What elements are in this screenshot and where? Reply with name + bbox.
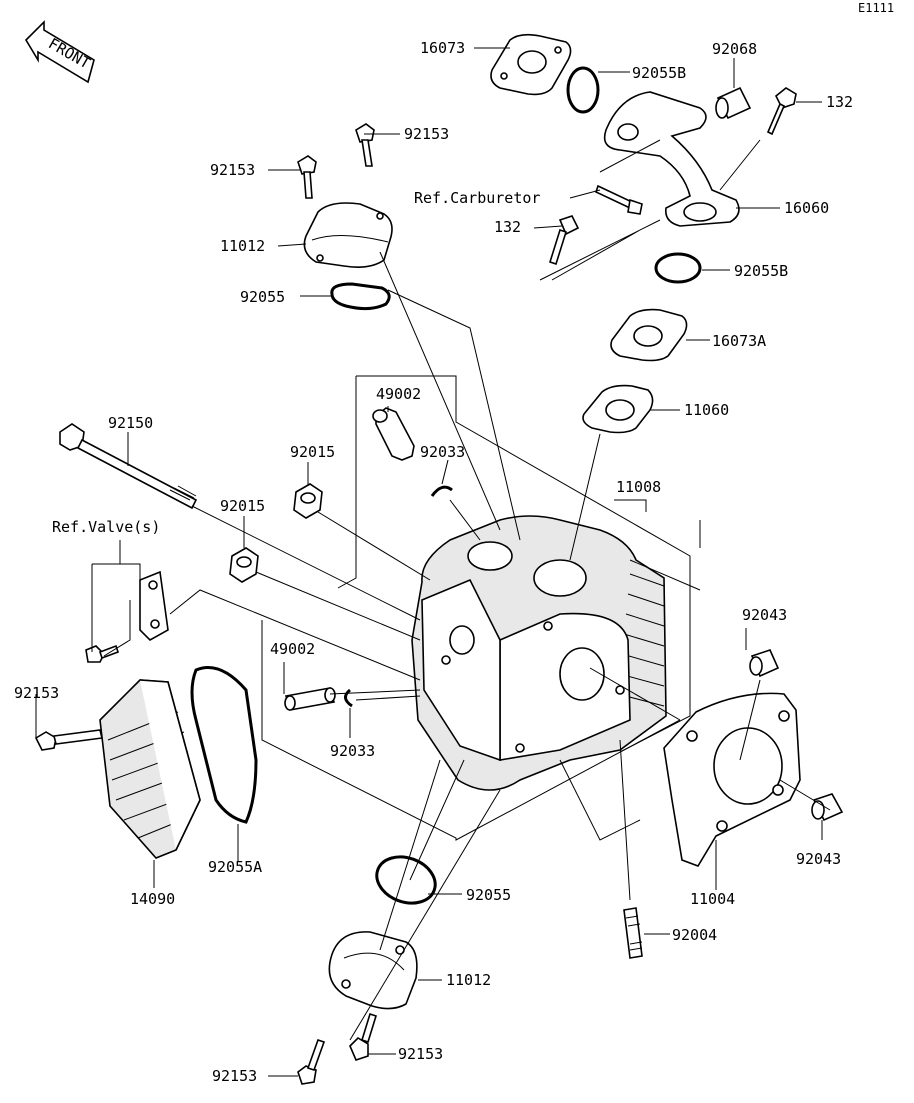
- valve-bracket: [139, 570, 169, 641]
- label-92015-a: 92015: [290, 443, 335, 461]
- bolt-132-mid: [549, 215, 580, 266]
- dowel-92043-bottom: [811, 793, 844, 822]
- label-92033-top: 92033: [420, 443, 465, 461]
- label-92043-top: 92043: [742, 606, 787, 624]
- insulator-16073: [490, 33, 572, 96]
- label-11012-bottom: 11012: [446, 971, 491, 989]
- insulator-16073A: [610, 308, 688, 362]
- label-49002-mid: 49002: [270, 640, 315, 658]
- gasket-11004: [663, 692, 801, 867]
- label-92033-mid: 92033: [330, 742, 375, 760]
- label-ref-valves: Ref.Valve(s): [52, 518, 160, 536]
- label-92153-top-left: 92153: [210, 161, 255, 179]
- bolt-92153-top-right: [355, 123, 375, 167]
- nut-92015-b: [229, 547, 259, 583]
- label-11060: 11060: [684, 401, 729, 419]
- label-49002-top: 49002: [376, 385, 421, 403]
- bolt-92153-top-left: [297, 155, 317, 199]
- bolt-92150: [59, 423, 198, 510]
- o-ring-92055B-mid: [654, 252, 702, 284]
- label-16073A: 16073A: [712, 332, 766, 350]
- bolt-92153-bottom-right: [349, 1012, 377, 1061]
- label-92055-top: 92055: [240, 288, 285, 306]
- o-ring-92055-top: [330, 282, 391, 311]
- tappet-49002-top: [372, 407, 415, 461]
- cap-11012-top: [303, 202, 393, 268]
- gasket-11060: [582, 384, 654, 434]
- label-92153-top-right: 92153: [404, 125, 449, 143]
- bolt-92153-bottom-left: [297, 1038, 326, 1085]
- label-92055B-top: 92055B: [632, 64, 686, 82]
- clip-92033-mid: [344, 688, 353, 708]
- front-arrow-icon: FRONT: [24, 20, 95, 84]
- o-ring-92055B-top: [566, 66, 600, 114]
- label-16073: 16073: [420, 39, 465, 57]
- nut-92015-a: [293, 483, 323, 519]
- label-11012-top: 11012: [220, 237, 265, 255]
- bolt-132-top: [766, 87, 797, 136]
- label-92015-b: 92015: [220, 497, 265, 515]
- label-92055A: 92055A: [208, 858, 262, 876]
- label-92153-bottom-left: 92153: [212, 1067, 257, 1085]
- bolt-valve-small: [85, 644, 120, 663]
- pin-92068: [715, 86, 752, 120]
- label-92055-bottom: 92055: [466, 886, 511, 904]
- stud-92004: [623, 907, 643, 959]
- label-132-mid: 132: [494, 218, 521, 236]
- label-92055B-mid: 92055B: [734, 262, 788, 280]
- label-132-top: 132: [826, 93, 853, 111]
- label-92043-bottom: 92043: [796, 850, 841, 868]
- tappet-49002-mid: [284, 687, 336, 711]
- cap-11012-bottom: [328, 931, 418, 1010]
- leader-lines: [35, 47, 831, 1077]
- label-92004: 92004: [672, 926, 717, 944]
- label-14090: 14090: [130, 890, 175, 908]
- label-11004: 11004: [690, 890, 735, 908]
- o-ring-92055-bottom: [375, 855, 437, 905]
- side-cover-14090: [99, 679, 201, 859]
- label-11008: 11008: [616, 478, 661, 496]
- label-92153-left: 92153: [14, 684, 59, 702]
- label-92068: 92068: [712, 40, 757, 58]
- bolt-ref-carburetor: [595, 184, 643, 215]
- clip-92033-top: [430, 485, 453, 497]
- intake-pipe-16060: [603, 91, 740, 227]
- dowel-92043-top: [749, 649, 780, 678]
- label-16060: 16060: [784, 199, 829, 217]
- label-92150: 92150: [108, 414, 153, 432]
- gasket-92055A: [190, 666, 258, 824]
- diagram-code: E1111: [858, 1, 894, 15]
- label-ref-carburetor: Ref.Carburetor: [414, 189, 540, 207]
- label-92153-bottom-right: 92153: [398, 1045, 443, 1063]
- bolt-92153-left: [34, 729, 103, 751]
- cylinder-head-11008: [411, 515, 667, 791]
- leader-box-head-top: [356, 375, 691, 753]
